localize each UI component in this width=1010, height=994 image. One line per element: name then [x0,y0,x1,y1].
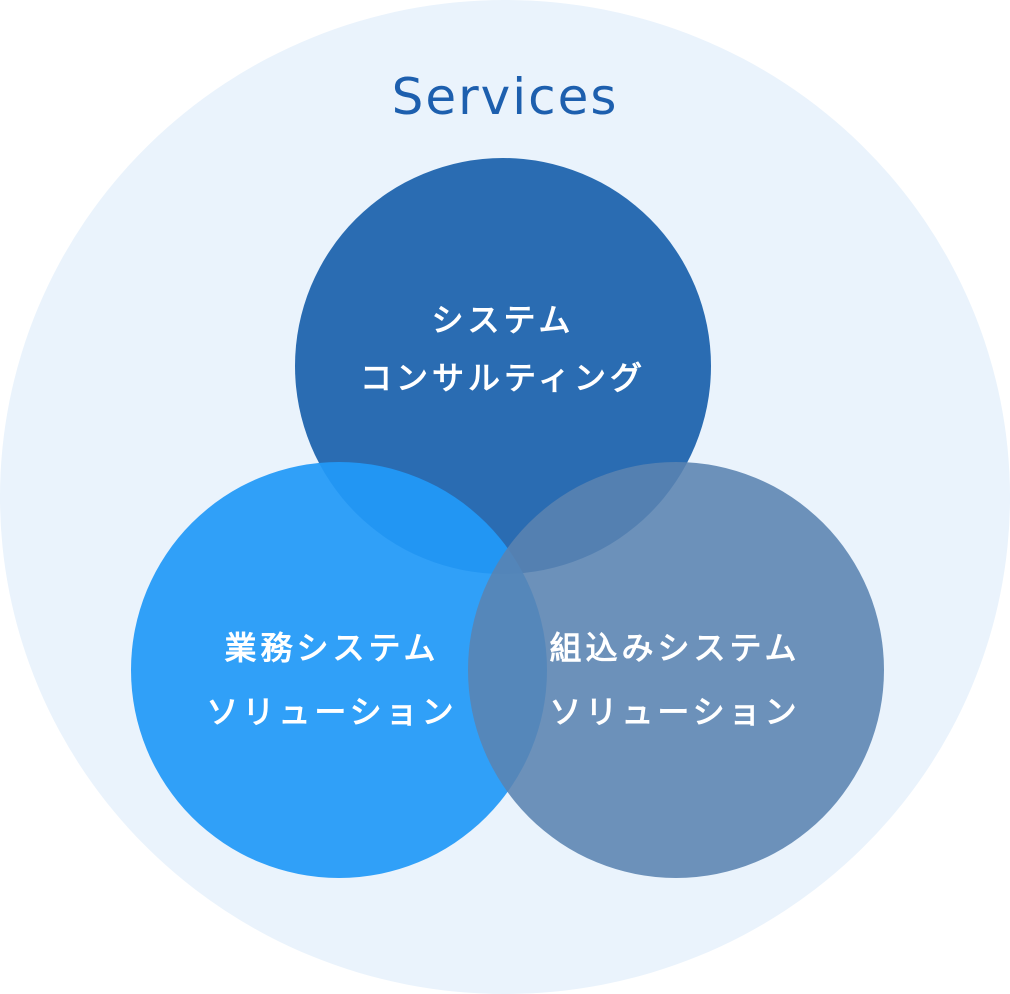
label-embedded-system-solution: 組込みシステム ソリューション [549,616,800,744]
label-line: コンサルティング [359,359,647,397]
label-system-consulting: システム コンサルティング [360,291,646,407]
label-line: ソリューション [549,693,801,731]
label-line: システム [431,301,575,339]
services-title: Services [391,68,619,126]
label-line: 組込みシステム [549,629,801,667]
label-line: 業務システム [224,629,440,667]
label-line: ソリューション [206,693,458,731]
label-business-system-solution: 業務システム ソリューション [206,616,457,744]
circle-embedded-system-solution [468,462,884,878]
